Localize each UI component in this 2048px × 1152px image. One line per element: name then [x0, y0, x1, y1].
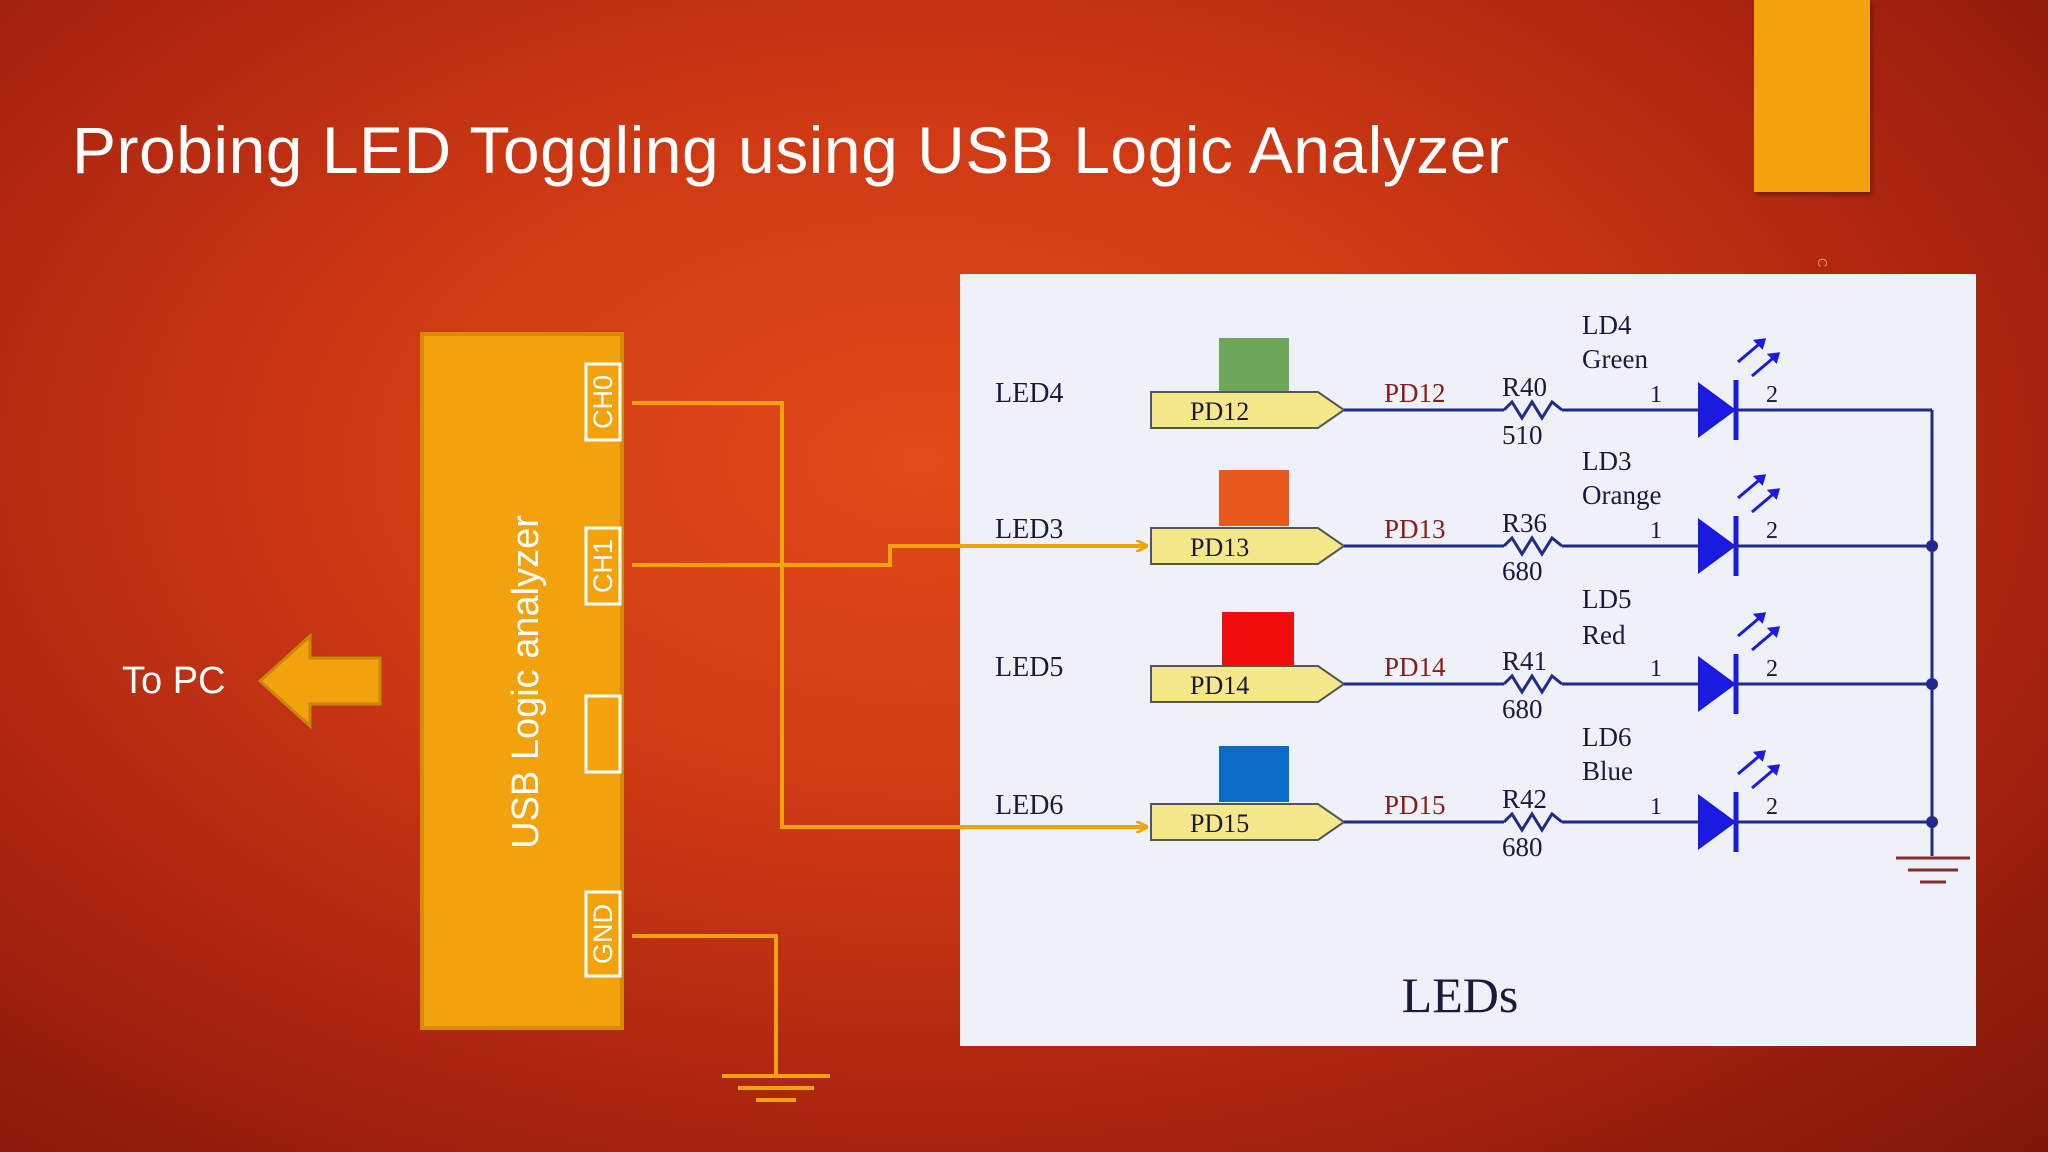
led-ref: LD4: [1582, 310, 1632, 340]
to-pc-arrow-icon: [257, 632, 382, 730]
led-pin2: 2: [1766, 382, 1778, 408]
to-pc-label: To PC: [122, 660, 226, 702]
led-diode-icon: [1698, 382, 1736, 438]
led-pin1: 1: [1650, 794, 1662, 820]
pin-ch1-label: CH1: [588, 539, 618, 593]
logic-analyzer-label: USB Logic analyzer: [505, 515, 547, 849]
net-label: LED5: [995, 652, 1063, 683]
port-flag: [1150, 803, 1346, 841]
resistor-value: 680: [1502, 832, 1543, 862]
pin-ch1: CH1: [584, 526, 622, 606]
ch0-probe-wire: [632, 401, 1146, 827]
led-emission-icon: [1737, 474, 1781, 514]
junction-dot: [1926, 678, 1938, 690]
resistor-value: 510: [1502, 420, 1543, 450]
led-color-name: Red: [1582, 620, 1626, 650]
net-label: LED3: [995, 514, 1063, 545]
schematic-title: LEDs: [1402, 967, 1519, 1023]
schematic-row-led6: LED6 PD15 PD15 R42 680 LD6 Blue 1 2: [995, 722, 1932, 862]
led-ref: LD5: [1582, 584, 1632, 614]
resistor-icon: [1502, 811, 1563, 833]
junction-dot: [1926, 816, 1938, 828]
schematic-panel: [960, 274, 1976, 1046]
port-flag: [1150, 665, 1346, 703]
port-label: PD13: [1190, 533, 1249, 562]
net-label: LED4: [995, 378, 1063, 409]
led-color-name: Orange: [1582, 480, 1661, 510]
led-pin2: 2: [1766, 518, 1778, 544]
led-diode-icon: [1698, 656, 1736, 712]
led-diode-icon: [1698, 518, 1736, 574]
junction-dot: [1926, 540, 1938, 552]
pin-ch0: CH0: [584, 362, 622, 442]
led-pin1: 1: [1650, 382, 1662, 408]
color-swatch: [1219, 338, 1289, 394]
pin-gnd: GND: [584, 890, 622, 978]
schematic-row-led5: LED5 PD14 PD14 R41 680 LD5 Red 1 2: [995, 584, 1932, 724]
pin-ch0-label: CH0: [588, 375, 618, 429]
resistor-value: 680: [1502, 556, 1543, 586]
accent-bar: [1754, 0, 1870, 192]
analyzer-ground-icon: [722, 1074, 830, 1102]
port-flag: [1150, 527, 1346, 565]
led-pin2: 2: [1766, 656, 1778, 682]
led-emission-icon: [1737, 612, 1781, 652]
led-ref: LD6: [1582, 722, 1632, 752]
resistor-icon: [1502, 399, 1563, 421]
resistor-label: R42: [1502, 784, 1547, 814]
pin-net-label: PD13: [1384, 514, 1446, 544]
port-flag: [1150, 391, 1346, 429]
led-pin1: 1: [1650, 656, 1662, 682]
led-ref: LD3: [1582, 446, 1632, 476]
resistor-icon: [1502, 673, 1563, 695]
color-swatch: [1219, 746, 1289, 802]
pin-net-label: PD12: [1384, 378, 1446, 408]
led-color-name: Green: [1582, 344, 1648, 374]
resistor-label: R41: [1502, 646, 1547, 676]
pin-net-label: PD14: [1384, 652, 1446, 682]
gnd-probe-wire: [632, 934, 778, 1076]
schematic-ground-icon: [1896, 856, 1970, 884]
schematic-row-led3: LED3 PD13 PD13 R36 680 LD3 Orange 1 2: [995, 446, 1932, 586]
led-emission-icon: [1737, 750, 1781, 790]
slide-title: Probing LED Toggling using USB Logic Ana…: [72, 113, 1510, 187]
led-diode-icon: [1698, 794, 1736, 850]
led-color-name: Blue: [1582, 756, 1633, 786]
color-swatch: [1219, 470, 1289, 526]
resistor-label: R40: [1502, 372, 1547, 402]
pin-gnd-label: GND: [588, 904, 618, 964]
color-swatch: [1222, 612, 1294, 668]
pin-unused: [584, 694, 622, 774]
led-pin2: 2: [1766, 794, 1778, 820]
side-watermark-text: C: [1815, 258, 1830, 268]
pin-net-label: PD15: [1384, 790, 1446, 820]
net-label: LED6: [995, 790, 1063, 821]
resistor-value: 680: [1502, 694, 1543, 724]
ch1-probe-wire: [632, 546, 1146, 567]
port-label: PD12: [1190, 397, 1249, 426]
port-label: PD14: [1190, 671, 1249, 700]
logic-analyzer-box: [420, 332, 624, 1030]
port-label: PD15: [1190, 809, 1249, 838]
led-pin1: 1: [1650, 518, 1662, 544]
resistor-label: R36: [1502, 508, 1547, 538]
led-emission-icon: [1737, 338, 1781, 378]
schematic-row-led4: LED4 PD12 PD12 R40 510 LD4 Green 1 2: [995, 310, 1932, 450]
resistor-icon: [1502, 535, 1563, 557]
